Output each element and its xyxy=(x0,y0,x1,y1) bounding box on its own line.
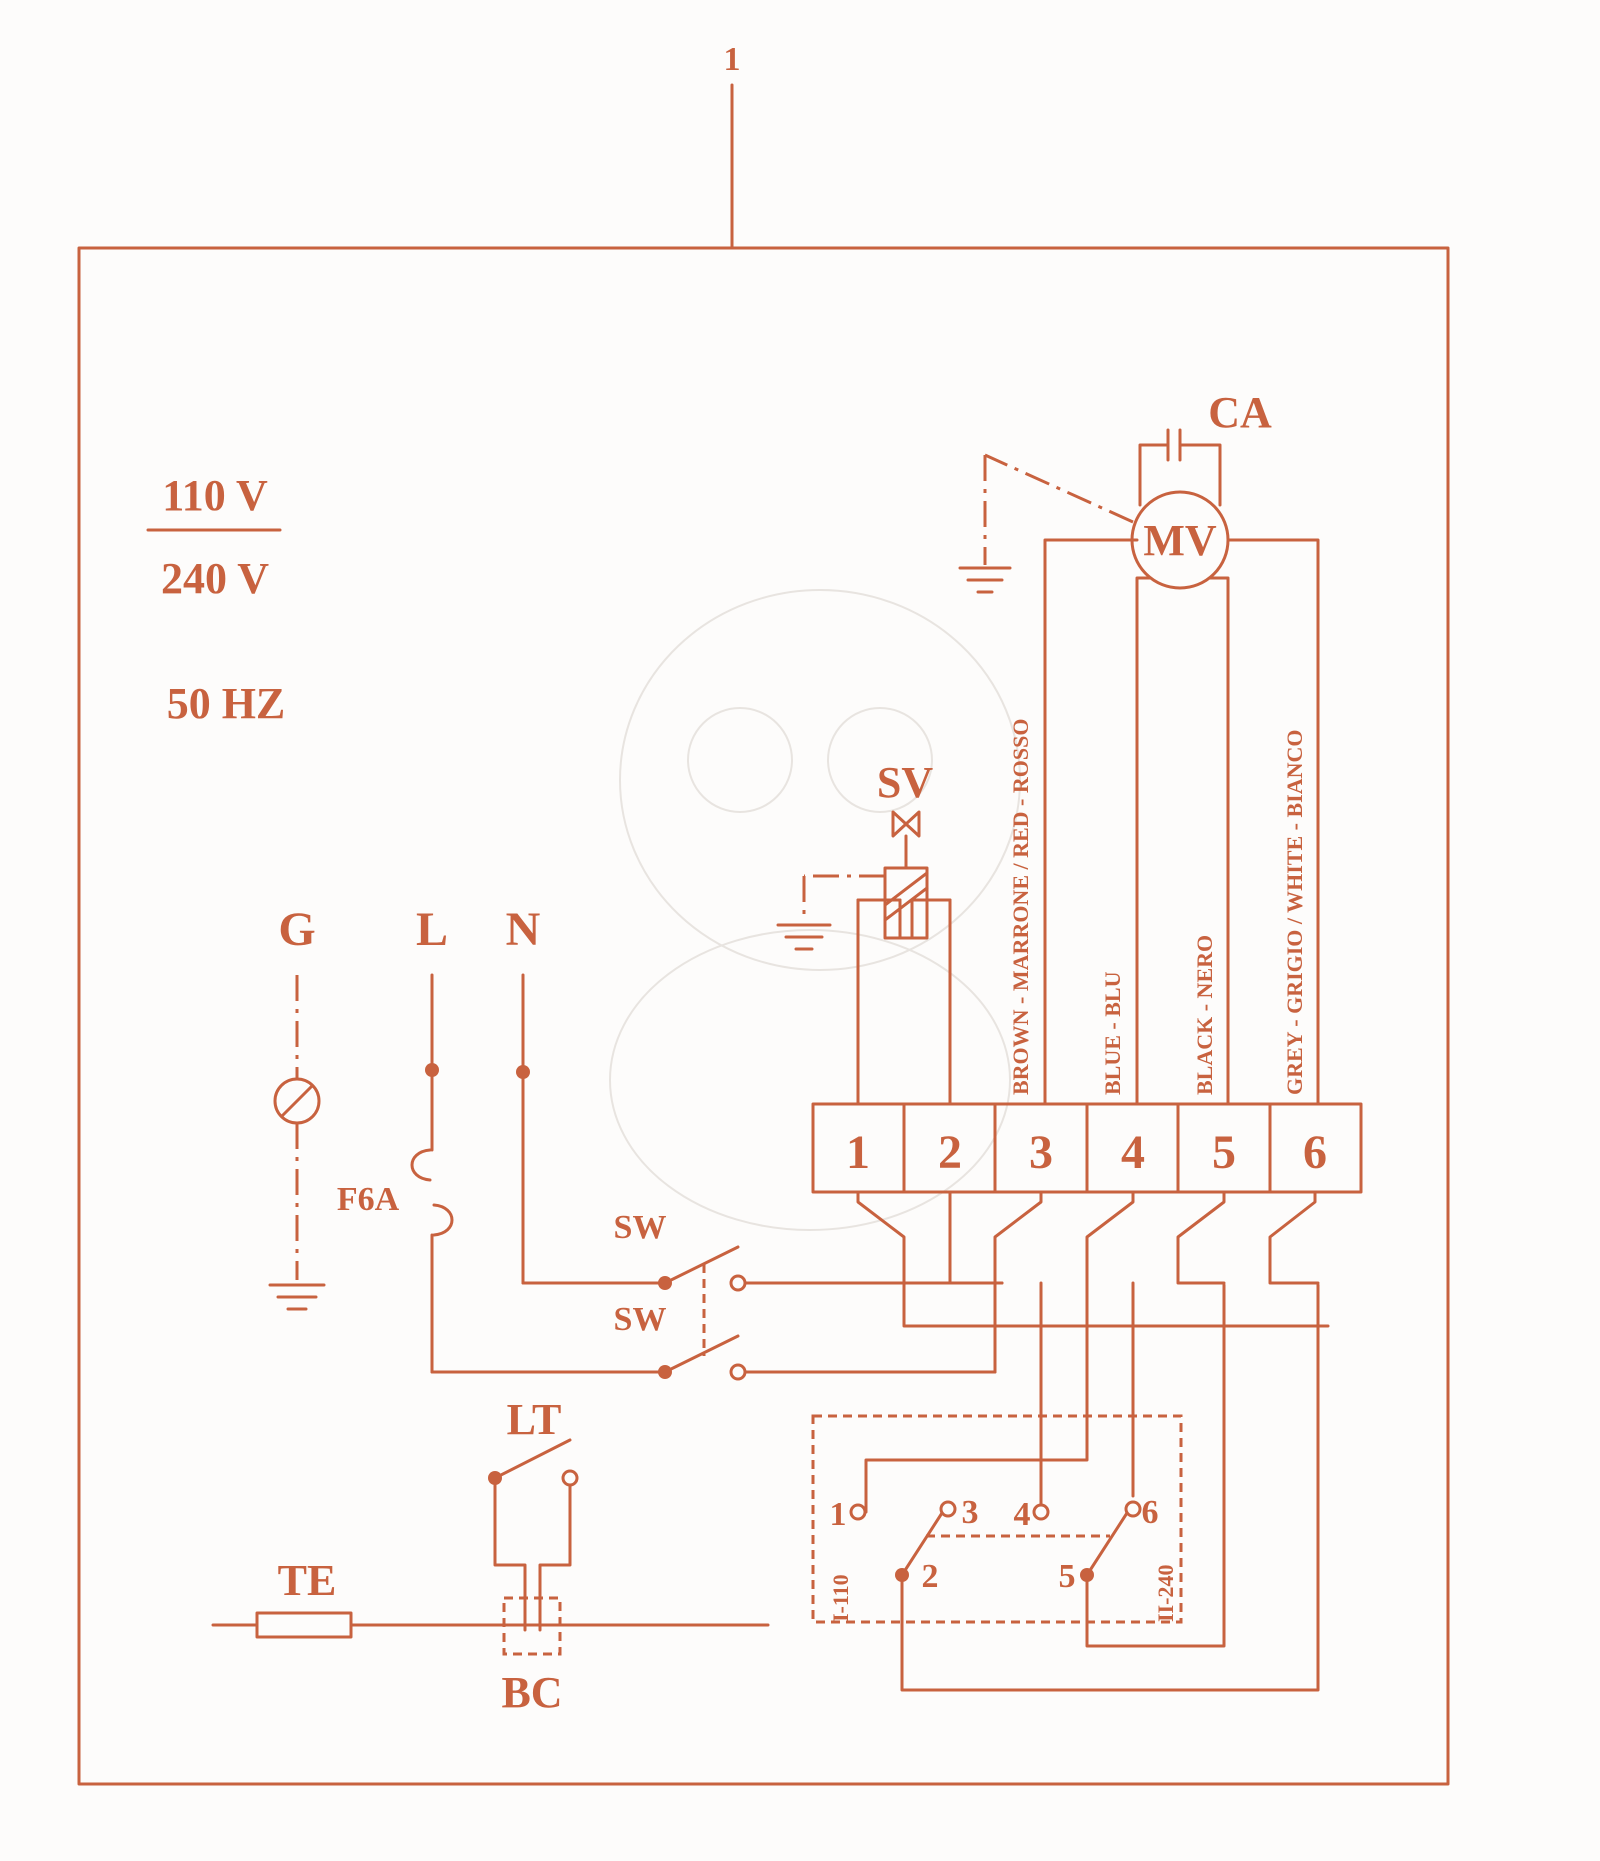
diagram-frame xyxy=(77,246,1450,1786)
terminal-block xyxy=(811,1102,1363,1194)
motor-earth-link xyxy=(983,453,1134,565)
neutral-conductor xyxy=(516,973,664,1285)
switch-upper-label: SW xyxy=(614,1209,667,1246)
wire-label-white: GREY - GRIGIO / WHITE - BIANCO xyxy=(1282,730,1307,1096)
selector-pin-6: 6 xyxy=(1142,1494,1159,1531)
solenoid-valve xyxy=(802,810,952,1106)
voltage-selector-box xyxy=(811,1414,1183,1624)
lamp-thermostat-label: LT xyxy=(507,1395,562,1444)
terminal-4: 4 xyxy=(1121,1126,1145,1179)
wire-label-red: BROWN - MARRONE / RED - ROSSO xyxy=(1008,719,1033,1095)
fuse-label: F6A xyxy=(337,1181,400,1218)
terminal-6: 6 xyxy=(1303,1126,1327,1179)
voltage-240: 240 V xyxy=(161,554,269,603)
neutral-terminal-label: N xyxy=(506,903,541,956)
earth-symbol-solenoid xyxy=(776,923,832,951)
frequency-label: 50 HZ xyxy=(167,679,286,728)
terminal-2: 2 xyxy=(938,1126,962,1179)
thermostat-bulb xyxy=(502,1596,562,1656)
selector-pin-4: 4 xyxy=(1014,1496,1031,1533)
selector-position-2: II-240 xyxy=(1153,1565,1178,1622)
selector-pin-2: 2 xyxy=(922,1558,939,1595)
terminal-3: 3 xyxy=(1029,1126,1053,1179)
switch-lower-label: SW xyxy=(614,1301,667,1338)
sheet-number: 1 xyxy=(724,41,741,78)
watermark-illustration xyxy=(609,589,1021,1231)
thermostat-probe xyxy=(211,1611,770,1639)
wire-label-black: BLACK - NERO xyxy=(1192,935,1217,1095)
terminal-1: 1 xyxy=(846,1126,870,1179)
selector-position-1: I-110 xyxy=(828,1574,853,1622)
earth-symbol-mains xyxy=(268,1283,326,1311)
selector-pin-3: 3 xyxy=(962,1494,979,1531)
capacitor-label: CA xyxy=(1208,388,1272,437)
voltage-selector-contacts xyxy=(849,1500,1142,1582)
ground-terminal-label: G xyxy=(278,903,315,956)
line-terminal-label: L xyxy=(416,903,448,956)
capacitor xyxy=(1138,428,1222,507)
selector-pin-1: 1 xyxy=(830,1496,847,1533)
terminal-bottom-wires xyxy=(856,1190,1330,1514)
earth-symbol-motor xyxy=(958,566,1012,594)
bulb-label: BC xyxy=(501,1668,562,1717)
line-conductor xyxy=(410,973,664,1374)
solenoid-valve-label: SV xyxy=(877,758,933,807)
voltage-110: 110 V xyxy=(162,471,268,520)
motor-wires xyxy=(1043,538,1320,1106)
probe-label: TE xyxy=(278,1556,337,1605)
lamp-thermostat xyxy=(488,1438,579,1632)
selector-wires xyxy=(900,1283,1320,1692)
ground-line xyxy=(273,975,321,1280)
wire-label-blue: BLUE - BLU xyxy=(1100,971,1125,1095)
terminal-5: 5 xyxy=(1212,1126,1236,1179)
main-switch xyxy=(658,1245,1004,1381)
fan-motor-label: MV xyxy=(1143,516,1217,565)
selector-pin-5: 5 xyxy=(1059,1558,1076,1595)
